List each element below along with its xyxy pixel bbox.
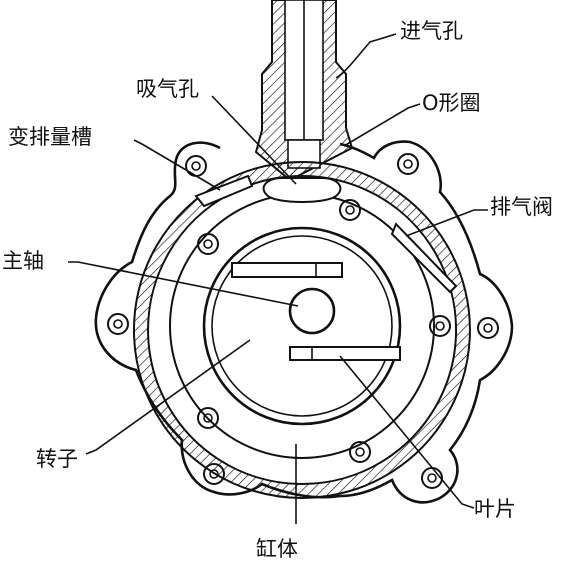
label-inlet-hole: 进气孔 bbox=[400, 19, 463, 43]
leader-rotor bbox=[85, 339, 251, 455]
bolt-hole bbox=[185, 155, 207, 177]
variable-displacement-groove bbox=[194, 174, 254, 208]
inner-bolt-hole bbox=[349, 441, 371, 463]
exhaust-valve bbox=[390, 222, 458, 294]
inner-bolt-hole bbox=[203, 239, 213, 249]
label-rotor: 转子 bbox=[36, 447, 78, 471]
label-vane: 叶片 bbox=[474, 497, 516, 521]
leader-lines bbox=[68, 33, 488, 524]
vane-lower bbox=[289, 346, 401, 361]
inner-bolt-hole bbox=[345, 205, 355, 215]
leader-main-shaft bbox=[68, 261, 299, 307]
leader-exhaust-valve bbox=[405, 209, 488, 237]
vane-upper bbox=[231, 262, 343, 278]
bolt-hole bbox=[427, 473, 437, 483]
label-variable-displacement-groove: 变排量槽 bbox=[8, 125, 92, 149]
bolt-hole bbox=[191, 161, 201, 171]
rotor-inner-ring bbox=[211, 235, 393, 417]
leader-vane bbox=[339, 355, 475, 509]
label-cylinder-body: 缸体 bbox=[256, 537, 298, 561]
inner-bolt-hole bbox=[197, 407, 219, 429]
inner-bolt-hole bbox=[197, 233, 219, 255]
inner-bolt-hole bbox=[435, 321, 445, 331]
bolt-hole bbox=[113, 319, 123, 329]
bolt-hole bbox=[397, 153, 419, 175]
inner-bolt-hole bbox=[339, 199, 361, 221]
main-shaft bbox=[288, 287, 336, 335]
inner-bolt-hole bbox=[203, 413, 213, 423]
bolt-hole bbox=[203, 463, 225, 485]
inner-bolt-hole bbox=[429, 315, 451, 337]
leader-inlet-hole bbox=[335, 33, 397, 79]
bolt-hole bbox=[107, 313, 129, 335]
suction-port bbox=[262, 177, 342, 203]
label-suction-hole: 吸气孔 bbox=[136, 77, 199, 101]
bolt-hole bbox=[209, 469, 219, 479]
inner-bolt-hole bbox=[355, 447, 365, 457]
label-exhaust-valve: 排气阀 bbox=[490, 195, 553, 219]
label-o-ring: O形圈 bbox=[422, 91, 481, 115]
rotor bbox=[202, 226, 402, 426]
bolt-hole bbox=[421, 467, 443, 489]
leader-o-ring bbox=[343, 103, 421, 147]
leader-suction-hole bbox=[211, 95, 297, 185]
bolt-hole bbox=[483, 323, 493, 333]
label-main-shaft: 主轴 bbox=[2, 249, 44, 273]
bolt-hole bbox=[477, 317, 499, 339]
bolt-hole bbox=[403, 159, 413, 169]
bolt-holes bbox=[107, 153, 499, 489]
leader-variable-groove bbox=[133, 139, 221, 191]
inner-bolt-holes bbox=[197, 199, 451, 463]
